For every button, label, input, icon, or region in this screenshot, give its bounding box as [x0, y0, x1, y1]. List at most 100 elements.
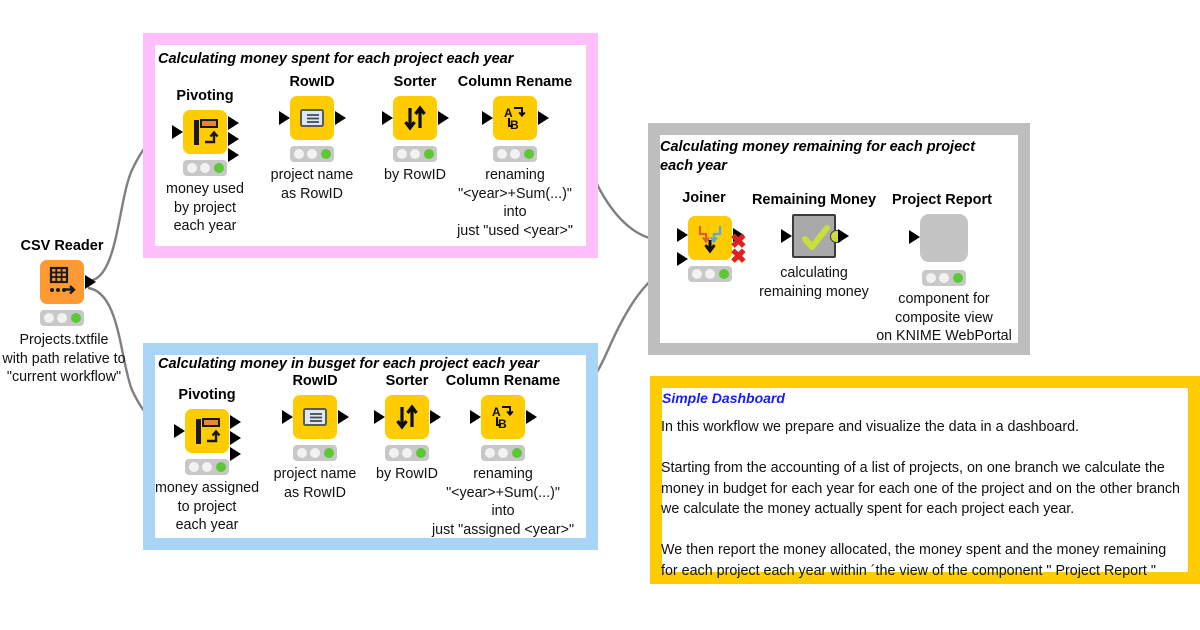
- sorter-arrows-icon: [396, 404, 418, 430]
- status-lamp-executed: [215, 462, 226, 472]
- status-lamp-executed: [952, 273, 963, 283]
- node-body-remaining-money[interactable]: [792, 214, 836, 258]
- port-out-joiner[interactable]: [733, 228, 744, 242]
- node-caption-rowid-spent: project name as RowID: [270, 167, 354, 202]
- port-in-sorter-budget[interactable]: [374, 410, 385, 424]
- port-in-pivoting-budget[interactable]: [174, 424, 185, 438]
- port-out-column-rename-budget[interactable]: [526, 410, 537, 424]
- port-in-pivoting-spent[interactable]: [172, 125, 183, 139]
- status-rowid-spent: [290, 146, 334, 162]
- status-project-report: [922, 270, 966, 286]
- node-title-sorter-budget: Sorter: [385, 373, 429, 389]
- status-joiner: [688, 266, 732, 282]
- node-body-rowid-spent[interactable]: [290, 96, 334, 140]
- port-out-3-pivoting-budget[interactable]: [230, 447, 241, 461]
- status-sorter-budget: [385, 445, 429, 461]
- port-out-3-pivoting-spent[interactable]: [228, 148, 239, 162]
- port-in-rowid-spent[interactable]: [279, 111, 290, 125]
- joiner-arrows-icon: [698, 226, 722, 254]
- node-title-column-rename-budget: Column Rename: [445, 373, 561, 389]
- port-out-2-pivoting-budget[interactable]: [230, 431, 241, 445]
- status-lamp-running: [402, 448, 412, 458]
- svg-text:A: A: [492, 405, 501, 419]
- metanode-check-icon: [802, 225, 830, 250]
- status-lamp-idle: [293, 149, 304, 159]
- node-title-rowid-spent: RowID: [289, 74, 335, 90]
- group-box-dashboard: [650, 376, 1200, 584]
- node-body-rowid-budget[interactable]: [293, 395, 337, 439]
- port-in-sorter-spent[interactable]: [382, 111, 393, 125]
- status-lamp-executed: [70, 313, 81, 323]
- node-csv-reader[interactable]: CSV Reader Projects.txtfile with path re…: [2, 238, 125, 385]
- node-body-joiner[interactable]: [688, 216, 732, 260]
- pivoting-icon: [194, 119, 219, 145]
- port-out-rowid-budget[interactable]: [338, 410, 349, 424]
- status-lamp-running: [498, 448, 508, 458]
- port-out-rowid-spent[interactable]: [335, 111, 346, 125]
- status-pivoting-budget: [185, 459, 229, 475]
- node-title-pivoting-budget: Pivoting: [178, 387, 236, 403]
- status-lamp-idle: [296, 448, 307, 458]
- node-caption-sorter-budget: by RowID: [376, 466, 438, 482]
- status-column-rename-spent: [493, 146, 537, 162]
- status-lamp-idle: [396, 149, 407, 159]
- port-out-sorter-budget[interactable]: [430, 410, 441, 424]
- node-title-rowid-budget: RowID: [292, 373, 338, 389]
- node-body-sorter-spent[interactable]: [393, 96, 437, 140]
- status-sorter-spent: [393, 146, 437, 162]
- port-in-rowid-budget[interactable]: [282, 410, 293, 424]
- status-lamp-running: [705, 269, 715, 279]
- status-lamp-running: [57, 313, 67, 323]
- port-out-1-pivoting-budget[interactable]: [230, 415, 241, 429]
- dashboard-body-text: In this workflow we prepare and visualiz…: [661, 419, 1181, 579]
- node-body-pivoting-spent[interactable]: [183, 110, 227, 154]
- status-lamp-executed: [213, 163, 224, 173]
- status-lamp-idle: [43, 313, 54, 323]
- status-lamp-idle: [186, 163, 197, 173]
- port-in-remaining-money[interactable]: [781, 229, 792, 243]
- node-title-pivoting-spent: Pivoting: [176, 88, 234, 104]
- port-in-project-report[interactable]: [909, 230, 920, 244]
- port-out-sorter-spent[interactable]: [438, 111, 449, 125]
- status-lamp-running: [307, 149, 317, 159]
- status-pivoting-spent: [183, 160, 227, 176]
- column-rename-icon: A B: [492, 405, 514, 431]
- port-in-column-rename-budget[interactable]: [470, 410, 481, 424]
- node-title-remaining-money: Remaining Money: [751, 192, 877, 208]
- status-lamp-idle: [484, 448, 495, 458]
- sorter-arrows-icon: [404, 105, 426, 131]
- node-caption-csv-reader: Projects.txtfile with path relative to "…: [2, 332, 126, 385]
- group-title-money-spent: Calculating money spent for each project…: [158, 51, 514, 67]
- port-out-1-pivoting-spent[interactable]: [228, 116, 239, 130]
- status-lamp-executed: [415, 448, 426, 458]
- status-lamp-idle: [388, 448, 399, 458]
- node-body-sorter-budget[interactable]: [385, 395, 429, 439]
- status-lamp-executed: [320, 149, 331, 159]
- component-icon: [920, 214, 964, 258]
- node-caption-pivoting-spent: money used by project each year: [166, 181, 244, 234]
- port-in-1-joiner[interactable]: [677, 228, 688, 242]
- node-caption-sorter-spent: by RowID: [384, 167, 446, 183]
- status-lamp-idle: [496, 149, 507, 159]
- pivoting-icon: [196, 418, 221, 444]
- port-out-column-rename-spent[interactable]: [538, 111, 549, 125]
- status-lamp-running: [510, 149, 520, 159]
- port-out-2-pivoting-spent[interactable]: [228, 132, 239, 146]
- node-body-column-rename-spent[interactable]: A B: [493, 96, 537, 140]
- node-body-pivoting-budget[interactable]: [185, 409, 229, 453]
- node-body-csv-reader[interactable]: [40, 260, 84, 304]
- svg-text:A: A: [504, 106, 513, 120]
- port-in-2-joiner[interactable]: [677, 252, 688, 266]
- csv-table-icon: [49, 266, 76, 295]
- node-body-project-report[interactable]: [920, 214, 968, 262]
- port-out-remaining-money[interactable]: [838, 229, 849, 243]
- status-lamp-executed: [718, 269, 729, 279]
- port-inactive-x-1-icon: ✖: [730, 231, 747, 253]
- port-out-csv-reader[interactable]: [85, 275, 96, 289]
- node-body-column-rename-budget[interactable]: A B: [481, 395, 525, 439]
- group-title-money-remaining: Calculating money remaining for each pro…: [660, 139, 976, 174]
- column-rename-icon: A B: [504, 106, 526, 132]
- status-lamp-executed: [523, 149, 534, 159]
- port-in-column-rename-spent[interactable]: [482, 111, 493, 125]
